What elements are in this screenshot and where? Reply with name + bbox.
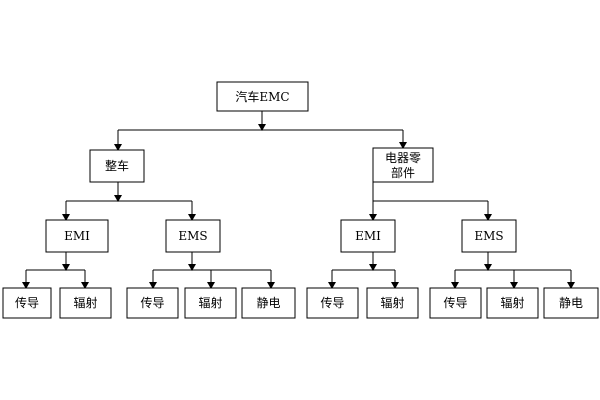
connectors-component-ems: [451, 252, 575, 289]
component-emi-node: EMI: [340, 219, 396, 253]
vehicle-ems-label: EMS: [178, 229, 207, 243]
component-ems-static-label: 静电: [559, 296, 583, 310]
component-node: 电器零 部件: [372, 147, 434, 183]
root-node: 汽车EMC: [216, 81, 309, 112]
component-ems-conducted-label: 传导: [443, 295, 467, 310]
component-node-label-line1: 电器零: [385, 151, 421, 165]
connectors-vehicle-ems: [149, 252, 275, 289]
connectors-component: [369, 182, 492, 221]
vehicle-node: 整车: [89, 149, 145, 183]
component-emi-radiated-node: 辐射: [366, 287, 419, 319]
component-ems-label: EMS: [474, 229, 503, 243]
vehicle-emi-label: EMI: [64, 229, 90, 243]
vehicle-emi-radiated-node: 辐射: [59, 287, 112, 319]
component-emi-conducted-node: 传导: [306, 287, 359, 319]
component-emi-label: EMI: [355, 229, 381, 243]
component-ems-static-node: 静电: [543, 287, 599, 319]
vehicle-ems-conducted-label: 传导: [140, 295, 164, 310]
vehicle-ems-node: EMS: [165, 219, 221, 253]
connectors-vehicle: [62, 182, 196, 221]
component-ems-radiated-label: 辐射: [500, 295, 524, 310]
vehicle-emi-conducted-node: 传导: [2, 287, 52, 319]
vehicle-emi-node: EMI: [45, 219, 109, 253]
connectors-root: [114, 111, 407, 151]
component-emi-radiated-label: 辐射: [380, 295, 404, 310]
root-node-label: 汽车EMC: [235, 89, 289, 104]
vehicle-ems-conducted-node: 传导: [126, 287, 179, 319]
component-ems-radiated-node: 辐射: [486, 287, 539, 319]
vehicle-ems-radiated-label: 辐射: [198, 295, 222, 310]
vehicle-node-label: 整车: [105, 158, 129, 173]
connectors-vehicle-emi: [22, 252, 89, 289]
vehicle-emi-radiated-label: 辐射: [73, 295, 97, 310]
component-ems-conducted-node: 传导: [429, 287, 482, 319]
component-ems-node: EMS: [461, 219, 517, 253]
component-node-label-line2: 部件: [391, 165, 415, 180]
vehicle-ems-radiated-node: 辐射: [184, 287, 237, 319]
vehicle-emi-conducted-label: 传导: [15, 295, 39, 310]
vehicle-ems-static-node: 静电: [241, 287, 296, 319]
component-emi-conducted-label: 传导: [320, 295, 344, 310]
vehicle-ems-static-label: 静电: [256, 296, 280, 310]
connectors-component-emi: [328, 252, 399, 289]
